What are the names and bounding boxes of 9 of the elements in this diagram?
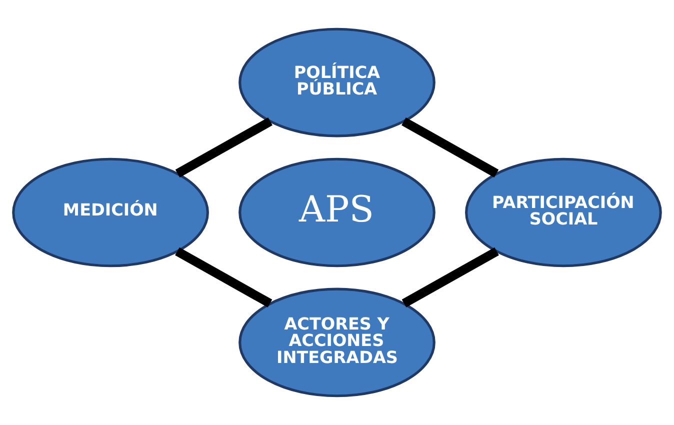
node-ellipse: APS	[238, 158, 436, 268]
connector	[402, 247, 499, 308]
node-ellipse: MEDICIÓN	[12, 158, 209, 268]
connector	[175, 247, 272, 308]
connector	[402, 117, 499, 178]
node-ellipse: POLÍTICA PÚBLICA	[238, 28, 436, 138]
connector	[175, 117, 272, 178]
node-ellipse: ACTORES Y ACCIONES INTEGRADAS	[238, 288, 436, 398]
node-ellipse: PARTICIPACIÓN SOCIAL	[465, 158, 662, 268]
